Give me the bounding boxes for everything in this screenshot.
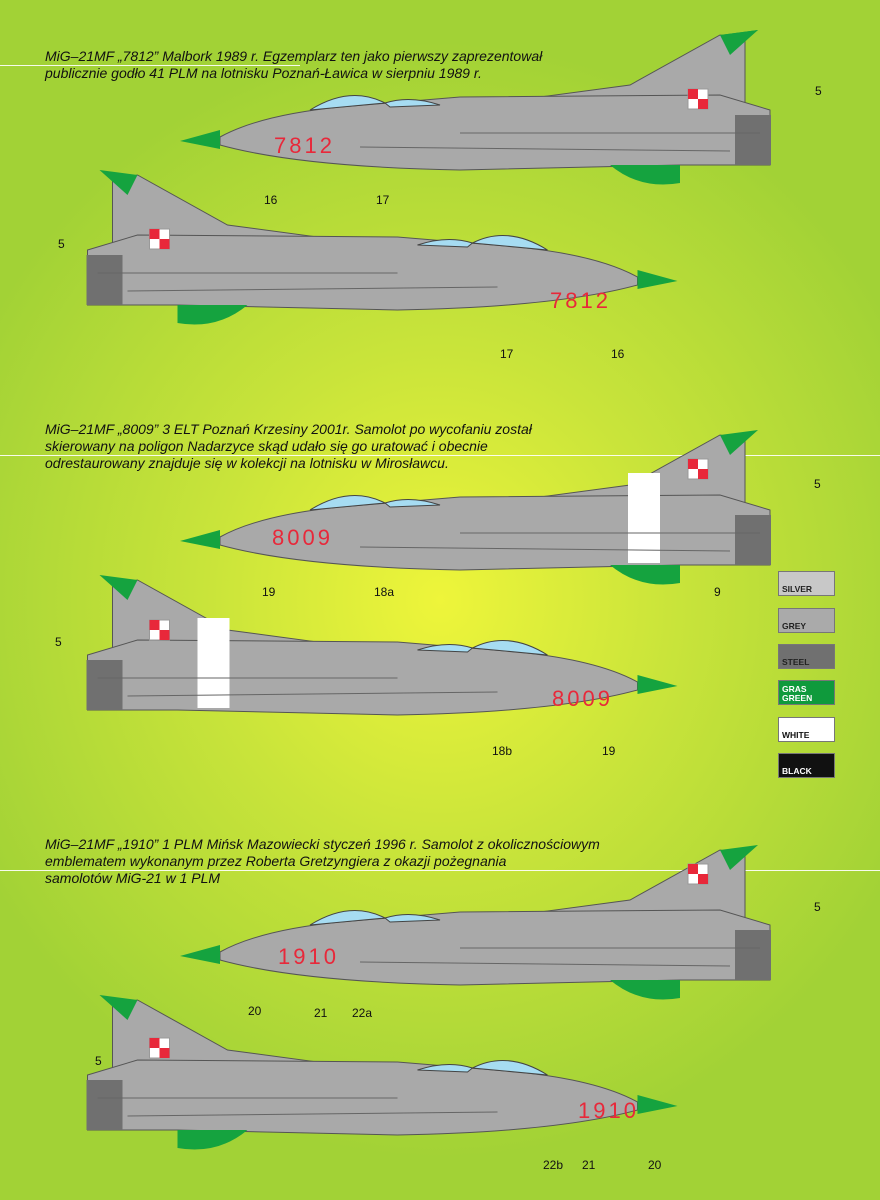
- plane-body: [180, 430, 771, 585]
- legend-label: GRAS GREEN: [782, 684, 813, 703]
- plane-code: 1910: [578, 1098, 639, 1123]
- callout-number: 18b: [492, 744, 513, 758]
- callout-number: 22b: [543, 1158, 564, 1172]
- caption-rule: [0, 65, 300, 66]
- callout-number: 22a: [352, 1006, 373, 1020]
- callout-number: 16: [264, 193, 278, 207]
- callout-number: 5: [55, 635, 62, 649]
- legend-label: BLACK: [782, 766, 812, 776]
- caption-line: samolotów MiG-21 w 1 PLM: [45, 870, 221, 886]
- callout-number: 17: [376, 193, 390, 207]
- caption-8009: MiG–21MF „8009” 3 ELT Poznań Krzesiny 20…: [45, 421, 532, 472]
- plane-code: 8009: [552, 686, 613, 711]
- plane-body: [180, 845, 771, 1000]
- caption-1910: MiG–21MF „1910” 1 PLM Mińsk Mazowiecki s…: [45, 836, 600, 887]
- callout-number: 20: [648, 1158, 662, 1172]
- legend-swatch: BLACK: [778, 753, 835, 778]
- caption-line: odrestaurowany znajduje się w kolekcji n…: [45, 455, 449, 471]
- legend-label: STEEL: [782, 657, 810, 667]
- callout-number: 21: [314, 1006, 328, 1020]
- mig21-left-view-8009: [180, 430, 771, 585]
- legend-swatch: WHITE: [778, 717, 835, 742]
- caption-line: skierowany na poligon Nadarzyce skąd uda…: [45, 438, 488, 454]
- plane-code: 7812: [550, 288, 611, 313]
- callout-number: 18a: [374, 585, 395, 599]
- caption-line: emblematem wykonanym przez Roberta Gretz…: [45, 853, 507, 869]
- caption-line: publicznie godło 41 PLM na lotnisku Pozn…: [45, 65, 482, 81]
- callout-number: 21: [582, 1158, 596, 1172]
- legend-swatch: GREY: [778, 608, 835, 633]
- caption-line: MiG–21MF „7812” Malbork 1989 r. Egzempla…: [45, 48, 543, 64]
- callout-number: 16: [611, 347, 625, 361]
- callout-number: 20: [248, 1004, 262, 1018]
- callout-number: 5: [58, 237, 65, 251]
- callout-number: 5: [95, 1054, 102, 1068]
- plane-body: [86, 995, 678, 1150]
- plane-code: 1910: [278, 944, 339, 969]
- mig21-right-view-8009: [86, 575, 678, 716]
- caption-rule: [0, 455, 880, 456]
- callout-number: 19: [262, 585, 276, 599]
- legend-swatch: GRAS GREEN: [778, 680, 835, 705]
- mig21-right-view-7812: [86, 170, 678, 325]
- callout-number: 17: [500, 347, 514, 361]
- callout-number: 9: [714, 585, 721, 599]
- legend-swatch: STEEL: [778, 644, 835, 669]
- mig21-left-view-7812: [180, 30, 771, 185]
- caption-line: MiG–21MF „1910” 1 PLM Mińsk Mazowiecki s…: [45, 836, 600, 852]
- legend-label: SILVER: [782, 584, 813, 594]
- legend-label: WHITE: [782, 730, 810, 740]
- callout-number: 5: [814, 477, 821, 491]
- plane-code: 8009: [272, 525, 333, 550]
- caption-rule: [0, 870, 880, 871]
- caption-line: MiG–21MF „8009” 3 ELT Poznań Krzesiny 20…: [45, 421, 532, 437]
- legend-swatch: SILVER: [778, 571, 835, 596]
- caption-7812: MiG–21MF „7812” Malbork 1989 r. Egzempla…: [45, 48, 542, 82]
- plane-code: 7812: [274, 133, 335, 158]
- legend-label: GREY: [782, 621, 807, 631]
- mig21-left-view-1910: [180, 845, 771, 1000]
- callout-number: 5: [815, 84, 822, 98]
- plane-body: [86, 575, 678, 716]
- callout-number: 5: [814, 900, 821, 914]
- callout-number: 19: [602, 744, 616, 758]
- plane-body: [86, 170, 678, 325]
- mig21-right-view-1910: [86, 995, 678, 1150]
- plane-body: [180, 30, 771, 185]
